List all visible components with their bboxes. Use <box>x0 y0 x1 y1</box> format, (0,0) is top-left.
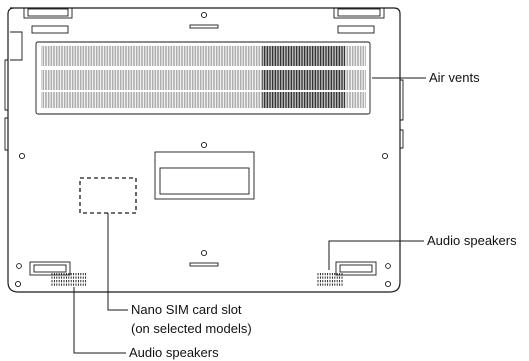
label-audio-speakers-right: Audio speakers <box>427 233 517 248</box>
audio-speakers-right-leader <box>328 240 424 270</box>
speaker-grille-right <box>317 273 343 286</box>
screws <box>14 11 392 288</box>
rubber-foot-left <box>29 261 71 276</box>
access-panel <box>154 151 255 200</box>
nano-sim-leader <box>107 213 128 311</box>
label-nano-sim-line1: Nano SIM card slot <box>131 302 242 317</box>
top-slot-mark <box>189 24 219 29</box>
hinge-left <box>23 7 73 34</box>
label-air-vents: Air vents <box>429 70 480 85</box>
label-audio-speakers-bottom: Audio speakers <box>129 345 219 360</box>
hinge-right <box>333 7 385 34</box>
speaker-grille-left <box>51 273 87 286</box>
bottom-slot-mark <box>189 262 219 267</box>
air-vent-grille <box>35 41 371 115</box>
label-nano-sim-line2: (on selected models) <box>131 321 252 336</box>
side-label-tab <box>10 31 23 61</box>
rubber-foot-right <box>335 261 377 276</box>
audio-speakers-bottom-leader <box>73 287 126 354</box>
callout-lines <box>73 77 426 354</box>
